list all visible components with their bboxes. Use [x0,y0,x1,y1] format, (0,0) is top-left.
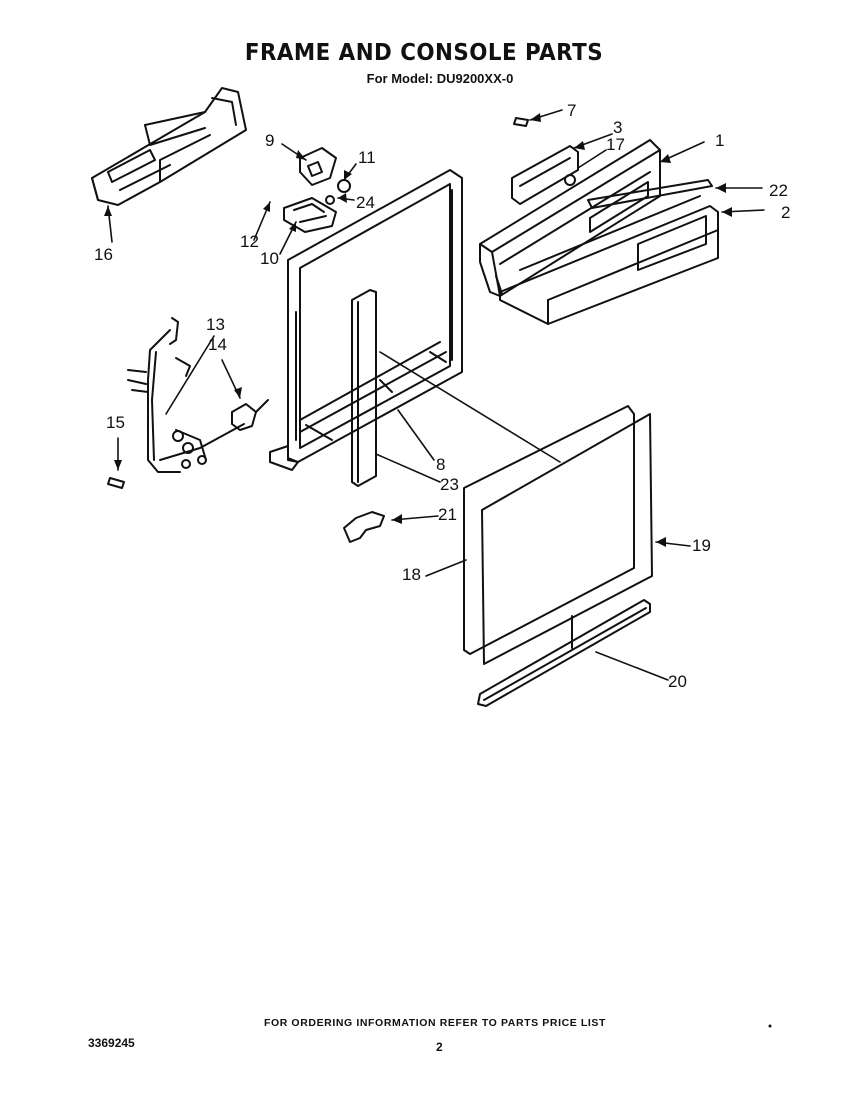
part-3-bracket [511,145,579,205]
callout-10: 10 [260,249,279,268]
callout-14: 14 [208,335,227,354]
document-number: 3369245 [88,1036,135,1050]
part-20-bottom-trim [477,599,651,707]
callout-8: 8 [436,455,445,474]
page-number: 2 [436,1040,443,1054]
callout-7: 7 [567,101,576,120]
callout-3: 3 [613,118,622,137]
callout-18: 18 [402,565,421,584]
callout-9: 9 [265,131,274,150]
callout-1: 1 [715,131,724,150]
part-15-screw [107,477,125,489]
part-19-outer-panel [481,413,653,665]
part-22-trim [587,179,713,209]
door-frame [269,169,463,471]
callout-24: 24 [356,193,375,212]
part-9-latch [299,147,351,205]
part-2-console-panel [499,195,719,325]
part-14-switch [231,399,269,431]
callout-20: 20 [668,672,687,691]
callout-15: 15 [106,413,125,432]
model-subtitle: For Model: DU9200XX-0 [366,71,514,86]
ordering-note: FOR ORDERING INFORMATION REFER TO PARTS … [263,1017,607,1029]
callout-11: 11 [358,148,376,167]
corner-mark [768,1024,772,1028]
part-23-strip [351,289,377,487]
callout-13: 13 [206,315,225,334]
callout-19: 19 [692,536,711,555]
part-18-panel-frame [463,405,635,655]
callout-16: 16 [94,245,113,264]
part-7-screw [513,117,529,127]
callout-22: 22 [769,181,788,200]
part-16-control-housing [91,87,247,206]
page-title: FRAME AND CONSOLE PARTS [244,40,604,66]
part-10-strike [283,197,337,233]
part-13-wire-harness [127,317,245,473]
callout-2: 2 [781,203,790,222]
part-21-clip [343,511,385,543]
callout-12: 12 [240,232,259,251]
callout-17: 17 [606,135,625,154]
arrowheads [104,113,732,547]
callout-23: 23 [440,475,459,494]
callout-21: 21 [438,505,457,524]
part-1-console [479,139,661,297]
